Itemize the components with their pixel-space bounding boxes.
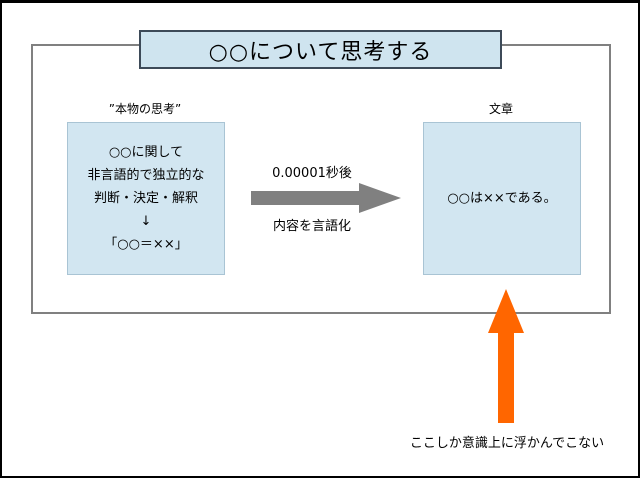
right-caption: 文章 [488,102,513,116]
up-arrow-shape [488,289,524,423]
conscious-label: ここしか意識上に浮かんでこない [409,436,605,451]
arrow-time-label: 0.00001秒後 [272,166,352,181]
real-thought-line: ○○に関して [108,145,184,160]
left-caption: ”本物の思考” [108,102,182,116]
diagram-title: ○○について思考する [139,30,502,69]
real-thought-line: 「○○＝××」 [104,237,188,252]
sentence-text: ○○は××である。 [447,191,557,206]
real-thought-line: 判断・決定・解釈 [93,191,198,206]
right-arrow [251,183,401,213]
real-thought-line: 非言語的で独立的な [87,168,205,183]
down-arrow-glyph: ↓ [140,214,152,229]
real-thought-box: ○○に関して 非言語的で独立的な 判断・決定・解釈 ↓ 「○○＝××」 [67,122,225,275]
up-arrow [488,289,524,423]
right-arrow-shape [251,183,401,213]
slide: ○○について思考する ”本物の思考” 文章 ○○に関して 非言語的で独立的な 判… [2,3,638,476]
arrow-verbalize-label: 内容を言語化 [272,219,351,234]
sentence-box: ○○は××である。 [423,122,581,275]
